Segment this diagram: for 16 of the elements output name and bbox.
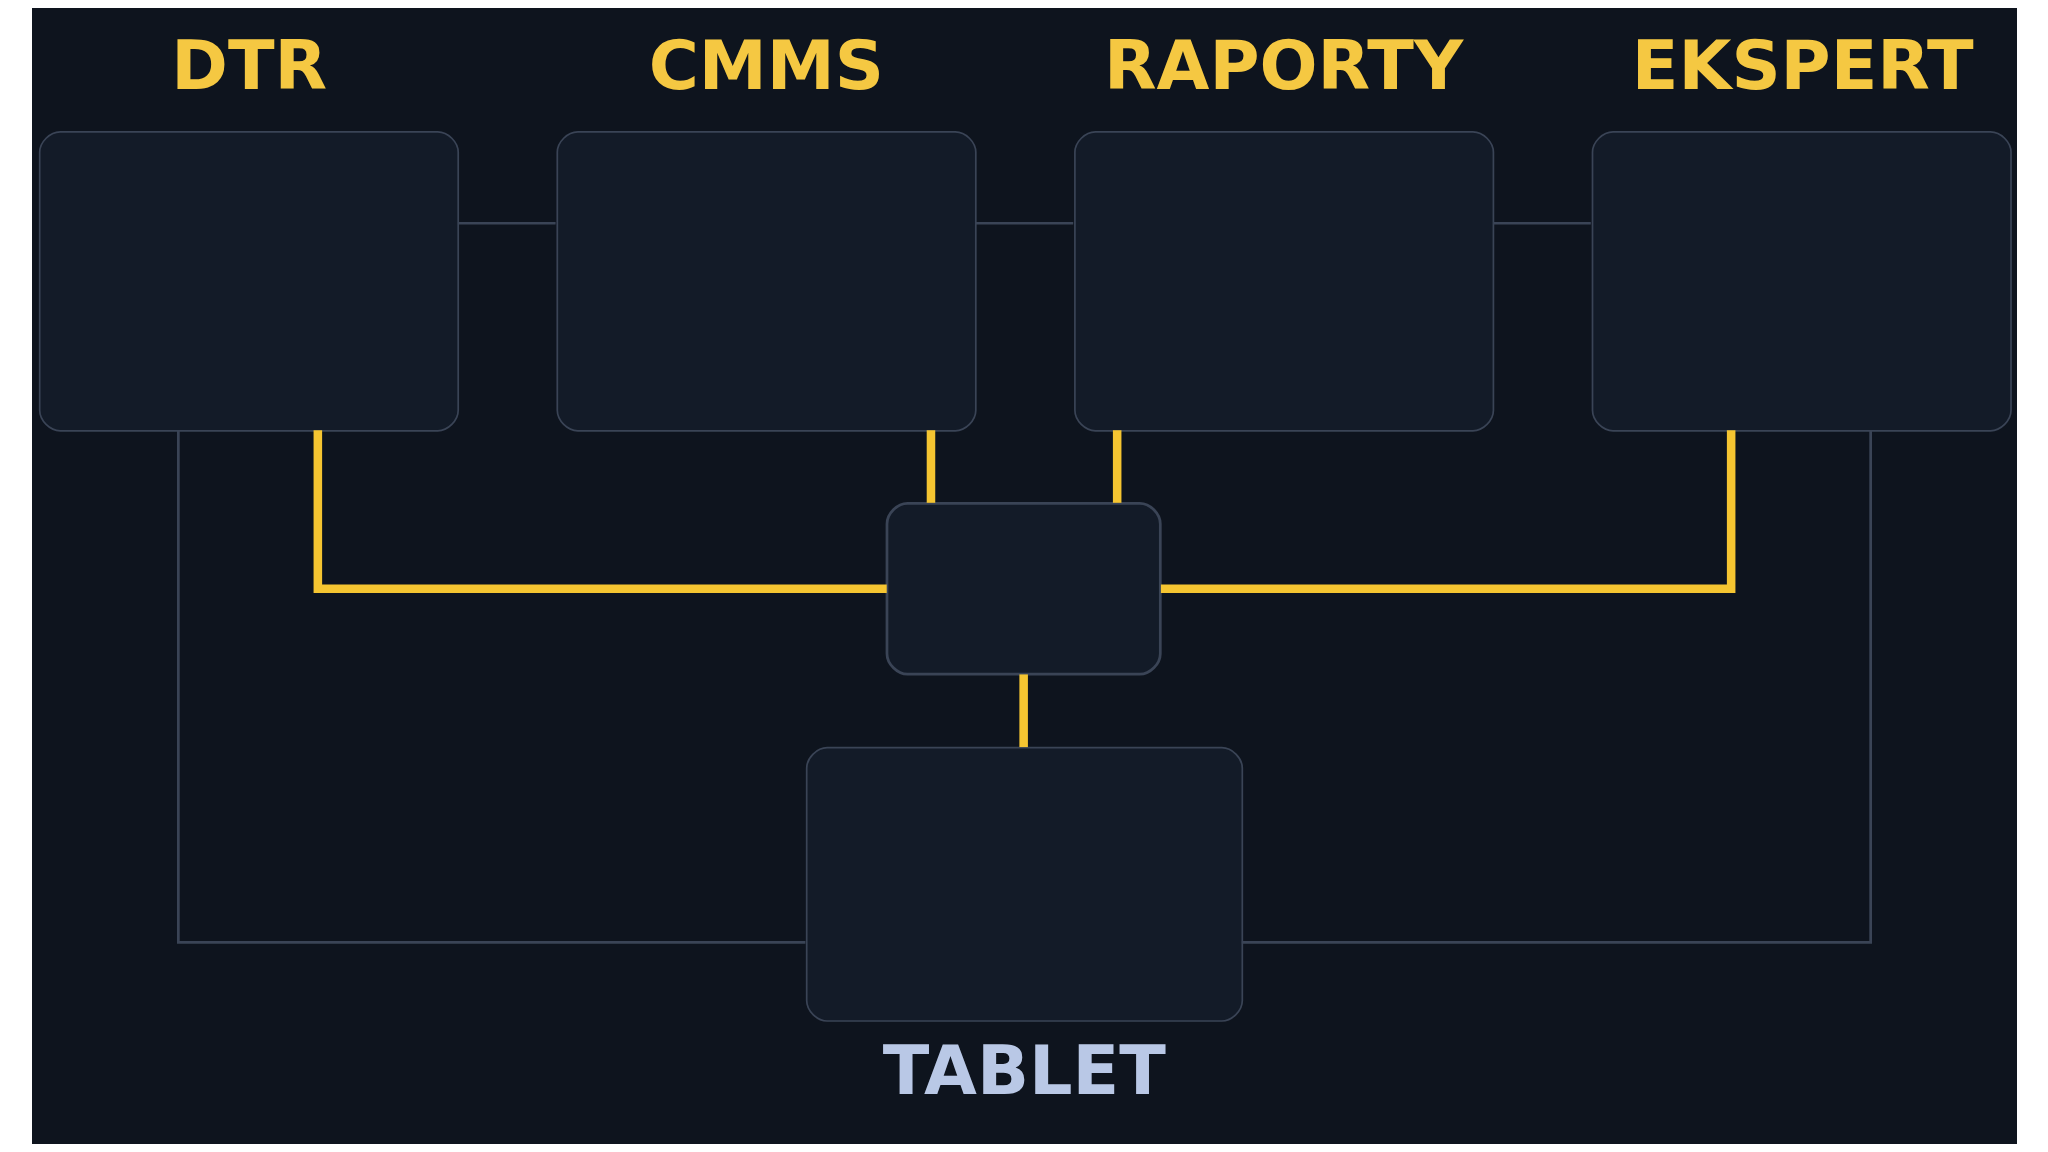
connector <box>974 221 1073 225</box>
node-box <box>885 502 1162 676</box>
node-label: DTR <box>170 26 327 106</box>
node-label: RAPORTY <box>1103 26 1463 106</box>
connector <box>1112 430 1121 503</box>
connector <box>1160 430 1735 594</box>
connector <box>457 221 556 225</box>
connector <box>1018 674 1028 748</box>
connector <box>1492 221 1591 225</box>
node-label: CMMS <box>648 26 884 106</box>
connector <box>1241 430 1872 944</box>
node-label: TABLET <box>882 1031 1166 1111</box>
connector <box>176 430 805 944</box>
node-label: EKSPERT <box>1631 26 1974 106</box>
connector <box>313 430 887 594</box>
connector <box>926 430 935 503</box>
